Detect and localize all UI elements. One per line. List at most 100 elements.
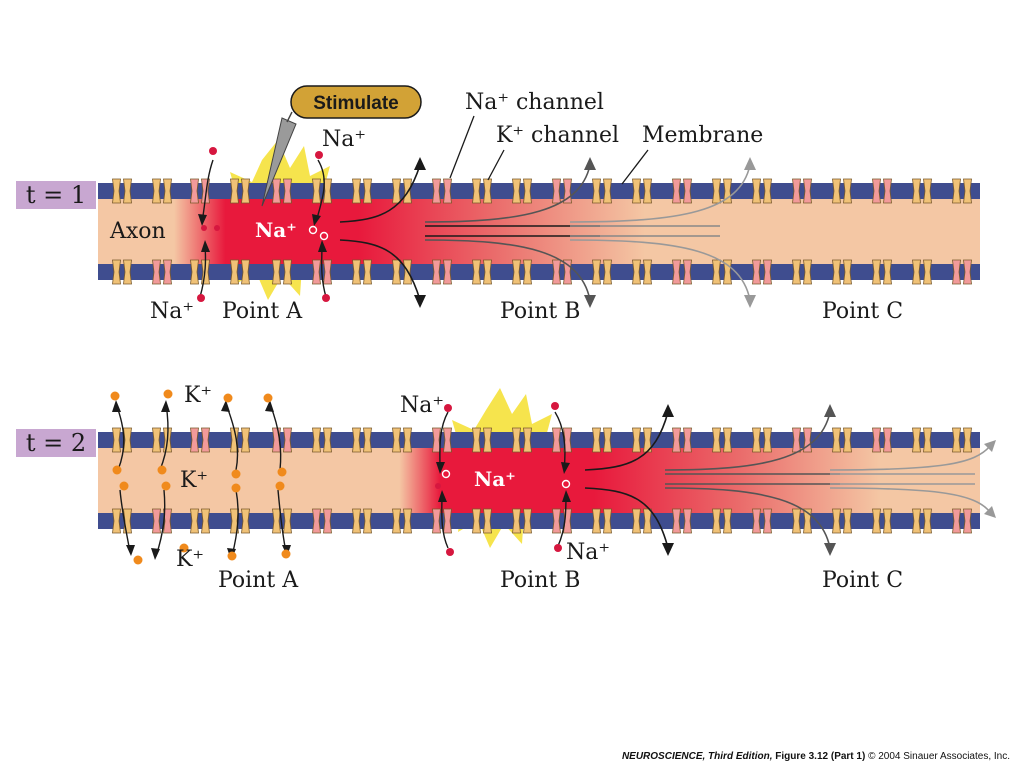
k-channel-t2-top-7 <box>392 427 412 453</box>
na-channel-t2-bottom-16 <box>752 508 772 534</box>
point-a-label-t2: Point A <box>218 568 299 593</box>
k-channel-t1-top-1 <box>152 178 172 204</box>
na-channel-label: Na⁺ channel <box>465 90 604 115</box>
point-c-label-t2: Point C <box>822 568 903 593</box>
panel-t1: t = 1 <box>16 85 980 324</box>
k-channel-t1-bottom-4 <box>272 259 292 285</box>
k-channel-t2-top-15 <box>712 427 732 453</box>
k-channel-t2-bottom-19 <box>872 508 892 534</box>
k-channel-t2-top-9 <box>472 427 492 453</box>
k-channel-t1-bottom-13 <box>632 259 652 285</box>
na-channel-t1-top-4 <box>272 178 292 204</box>
axon-label: Axon <box>109 219 166 244</box>
na-label-top-t2: Na⁺ <box>400 393 444 418</box>
k-label-interior: K⁺ <box>180 468 208 493</box>
k-channel-t2-bottom-9 <box>472 508 492 534</box>
k-channel-t2-bottom-18 <box>832 508 852 534</box>
k-channel-t2-top-21 <box>952 427 972 453</box>
k-channel-t1-top-12 <box>592 178 612 204</box>
time-tag-t1 <box>16 181 96 209</box>
k-channel-t2-bottom-20 <box>912 508 932 534</box>
caption-book: NEUROSCIENCE, Third Edition, <box>621 751 773 762</box>
na-channel-t1-top-14 <box>672 178 692 204</box>
na-channel-t2-bottom-14 <box>672 508 692 534</box>
k-channel-t2-bottom-4 <box>272 508 292 534</box>
k-channel-t1-top-13 <box>632 178 652 204</box>
na-channel-t2-top-17 <box>792 427 812 453</box>
k-channel-t1-bottom-18 <box>832 259 852 285</box>
stimulating-electrode <box>261 117 297 207</box>
k-channel-t1-top-3 <box>230 178 250 204</box>
na-channel-t2-bottom-5 <box>312 508 332 534</box>
k-channel-t1-bottom-10 <box>512 259 532 285</box>
k-channel-t2-top-5 <box>312 427 332 453</box>
k-channel-t2-bottom-7 <box>392 508 412 534</box>
k-channel-t1-bottom-0 <box>112 259 132 285</box>
point-c-label-t1: Point C <box>822 299 903 324</box>
k-channel-t2-bottom-15 <box>712 508 732 534</box>
na-channel-t2-bottom-21 <box>952 508 972 534</box>
time-label-t1: t = 1 <box>26 181 86 209</box>
time-label-t2: t = 2 <box>26 429 86 457</box>
k-channel-t2-bottom-10 <box>512 508 532 534</box>
panel-t2: t = 2 <box>16 383 996 593</box>
na-channel-t1-top-8 <box>432 178 452 204</box>
na-channel-t1-bottom-8 <box>432 259 452 285</box>
na-channel-t2-bottom-1 <box>152 508 172 534</box>
k-channel-label: K⁺ channel <box>496 123 619 148</box>
na-channel-t1-bottom-1 <box>152 259 172 285</box>
k-channel-t1-top-15 <box>712 178 732 204</box>
na-channel-t2-top-2 <box>190 427 210 453</box>
k-channel-t2-bottom-12 <box>592 508 612 534</box>
axoplasm-t1 <box>98 198 980 264</box>
stimulate-badge <box>290 85 422 119</box>
k-channel-t1-top-0 <box>112 178 132 204</box>
k-channel-t1-bottom-20 <box>912 259 932 285</box>
k-channel-t1-top-9 <box>472 178 492 204</box>
k-channel-t2-bottom-2 <box>190 508 210 534</box>
ion-channels-t2 <box>112 427 972 534</box>
k-channel-t2-top-0 <box>112 427 132 453</box>
current-arrowheads-t2 <box>662 404 996 556</box>
current-lines-t1 <box>339 164 751 301</box>
k-channel-t1-top-20 <box>912 178 932 204</box>
stimulate-label: Stimulate <box>313 93 399 114</box>
caption-figure: Figure 3.12 (Part 1) <box>775 751 866 762</box>
k-channel-t1-bottom-3 <box>230 259 250 285</box>
k-channel-t2-bottom-13 <box>632 508 652 534</box>
na-label-bottom-t2: Na⁺ <box>566 540 610 565</box>
k-channel-t2-top-16 <box>752 427 772 453</box>
time-tag-t2 <box>16 429 96 457</box>
k-channel-t1-top-18 <box>832 178 852 204</box>
k-channel-t2-top-18 <box>832 427 852 453</box>
ion-channels-t1 <box>112 178 972 285</box>
na-channel-t2-bottom-8 <box>432 508 452 534</box>
k-channel-t1-bottom-19 <box>872 259 892 285</box>
point-b-label-t1: Point B <box>500 299 580 324</box>
na-channel-t1-bottom-14 <box>672 259 692 285</box>
k-channel-t1-bottom-12 <box>592 259 612 285</box>
k-label-bottom: K⁺ <box>176 547 204 572</box>
k-channel-t1-bottom-17 <box>792 259 812 285</box>
k-channel-t2-top-13 <box>632 427 652 453</box>
k-efflux-arrowheads <box>112 400 291 560</box>
k-channel-t1-top-10 <box>512 178 532 204</box>
k-channel-t1-top-6 <box>352 178 372 204</box>
k-channel-t1-top-16 <box>752 178 772 204</box>
k-channel-t2-top-12 <box>592 427 612 453</box>
na-entry-arrowheads-t1 <box>198 214 327 252</box>
na-interior-label-t1: Na⁺ <box>255 218 297 242</box>
k-channel-t1-top-7 <box>392 178 412 204</box>
axoplasm-t2 <box>98 447 980 513</box>
point-a-label-t1: Point A <box>222 299 303 324</box>
na-channel-t1-bottom-16 <box>752 259 772 285</box>
na-label-bottom-t1: Na⁺ <box>150 299 194 324</box>
k-channel-t2-bottom-6 <box>352 508 372 534</box>
k-ions <box>110 389 291 565</box>
na-label-top-t1: Na⁺ <box>322 127 366 152</box>
na-entry-arrowheads-t2 <box>436 462 571 502</box>
na-interior-label-t2: Na⁺ <box>474 467 516 491</box>
current-arrowheads-t1 <box>414 157 756 308</box>
na-channel-t1-top-19 <box>872 178 892 204</box>
